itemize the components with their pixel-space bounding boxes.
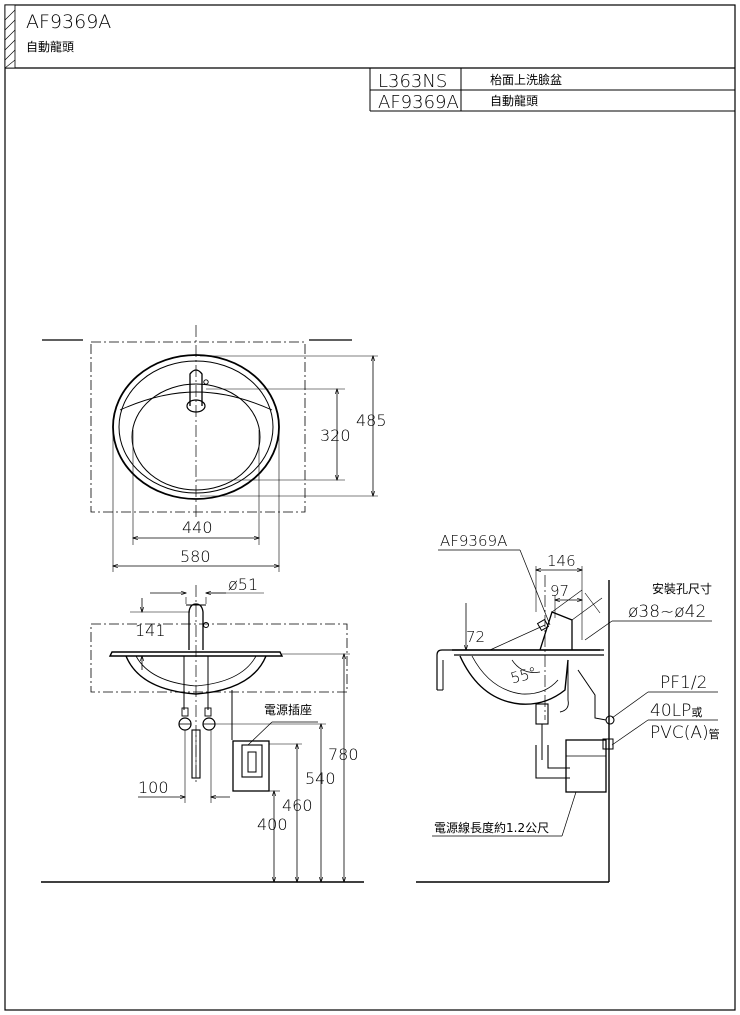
basin-rim-inner: [118, 360, 274, 494]
sheet-border: [4, 4, 736, 1011]
faucet-base: [186, 399, 206, 413]
header-model: AF9369A: [26, 11, 111, 33]
hole-size-value: ø38~ø42: [628, 602, 706, 622]
parts-row-2-code: AF9369A: [378, 92, 459, 113]
dim-72: 72: [466, 628, 485, 646]
counter-outline: [90, 341, 306, 513]
parts-row-2-desc: 自動龍頭: [490, 93, 538, 108]
header-name: 自動龍頭: [26, 39, 74, 54]
basin-bowl: [131, 383, 261, 491]
dim-460: 460: [282, 796, 313, 815]
dim-580: 580: [180, 547, 211, 566]
parts-table: L363NS 枱面上洗臉盆 AF9369A 自動龍頭: [369, 68, 735, 113]
power-unit: [232, 740, 270, 792]
side-view: 55° 146 97 72 AF9369A 安裝孔尺寸 ø38~ø42: [416, 532, 720, 883]
dim-485: 485: [356, 411, 387, 430]
hole-size-title: 安裝孔尺寸: [652, 581, 712, 596]
dim-51: ø51: [228, 575, 258, 594]
basin-rim-outer: [112, 354, 280, 500]
angle-55: 55°: [508, 663, 538, 687]
top-view: 320 485 440 580: [42, 325, 387, 572]
basin-rim: [108, 651, 284, 657]
power-socket-label: 電源插座: [264, 702, 312, 717]
dim-400: 400: [257, 815, 288, 834]
sensor-unit-side: [565, 739, 607, 793]
dim-440: 440: [182, 518, 213, 537]
header-hatch-strip: [4, 4, 16, 69]
pf-label: PF1/2: [660, 673, 707, 693]
parts-row-1-code: L363NS: [378, 71, 447, 92]
counter-edge: [436, 649, 604, 690]
header-hatch-lines: [4, 9, 16, 69]
front-view: ø51 141 100 電源插座 400 460 540 780: [41, 575, 364, 883]
faucet-side: [539, 611, 573, 651]
basin-side-profile: [459, 655, 569, 705]
lp-label: 40LP或: [650, 701, 702, 721]
basin-body: [125, 655, 267, 695]
side-model-label: AF9369A: [440, 532, 507, 550]
counter-section: [90, 623, 348, 693]
dim-141: 141: [135, 621, 166, 640]
faucet-spout: [189, 369, 203, 406]
faucet-body: [188, 603, 204, 650]
dim-780: 780: [328, 745, 359, 764]
pvc-label: PVC(A)管: [650, 723, 720, 743]
parts-row-1-desc: 枱面上洗臉盆: [490, 72, 562, 87]
dim-320: 320: [320, 426, 351, 445]
dim-146: 146: [547, 552, 576, 570]
dim-100: 100: [138, 778, 169, 797]
dim-97: 97: [550, 582, 569, 600]
cable-length-label: 電源線長度約1.2公尺: [434, 820, 549, 835]
dim-540: 540: [305, 769, 336, 788]
